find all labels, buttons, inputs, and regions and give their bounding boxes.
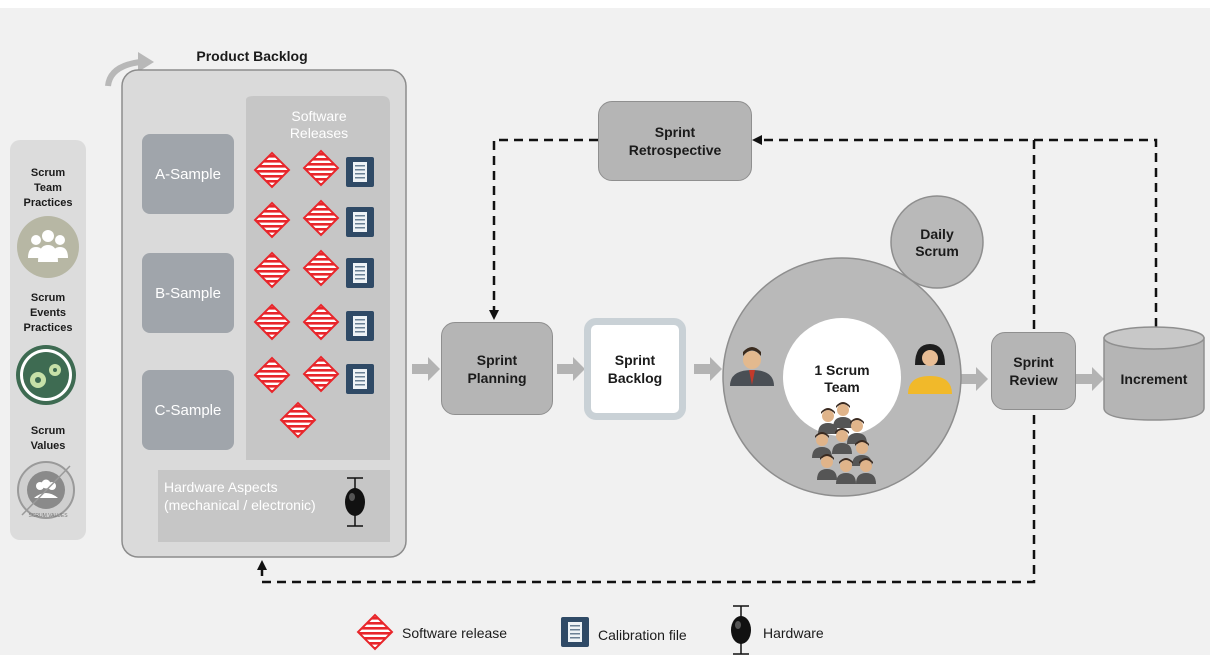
team-practices-icon bbox=[17, 216, 79, 278]
daily-scrum-circle bbox=[890, 195, 984, 289]
product-backlog-title: Product Backlog bbox=[196, 48, 308, 64]
legend-calibration-file-icon bbox=[561, 617, 589, 647]
events-practices-icon bbox=[16, 345, 76, 405]
increment-cylinder bbox=[1103, 326, 1205, 421]
sprint-review-box: Sprint Review bbox=[991, 332, 1076, 410]
legend-software-release-label: Software release bbox=[402, 625, 508, 641]
scrum-master-icon bbox=[908, 344, 952, 394]
sprint-retrospective-box: Sprint Retrospective bbox=[598, 101, 752, 181]
legend-software-release-icon bbox=[357, 614, 393, 650]
increment-label: Increment bbox=[1120, 371, 1188, 387]
software-releases-label: Software Releases bbox=[289, 108, 349, 141]
legend-calibration-file-label: Calibration file bbox=[598, 627, 687, 643]
hardware-aspects-label: Hardware Aspects (mechanical / electroni… bbox=[164, 479, 316, 513]
legend-hardware-label: Hardware bbox=[763, 625, 824, 641]
scrum-values-icon bbox=[17, 461, 75, 519]
sample-a: A-Sample bbox=[142, 134, 234, 214]
scrum-team-inner-circle bbox=[783, 318, 901, 436]
scrum-team-label: 1 Scrum Team bbox=[814, 362, 870, 395]
scrum-values-badge: SCRUM VALUES bbox=[28, 513, 68, 519]
legend-hardware-icon bbox=[730, 605, 752, 655]
events-practices-label: Scrum Events Practices bbox=[23, 292, 73, 334]
sample-b: B-Sample bbox=[142, 253, 234, 333]
sample-c: C-Sample bbox=[142, 370, 234, 450]
sprint-backlog-box: Sprint Backlog bbox=[584, 318, 686, 420]
sprint-planning-box: Sprint Planning bbox=[441, 322, 553, 415]
product-owner-icon bbox=[730, 347, 774, 386]
daily-scrum-label: Daily Scrum bbox=[915, 226, 959, 259]
team-practices-label: Scrum Team Practices bbox=[23, 167, 73, 209]
scrum-values-label: Scrum Values bbox=[30, 425, 66, 452]
